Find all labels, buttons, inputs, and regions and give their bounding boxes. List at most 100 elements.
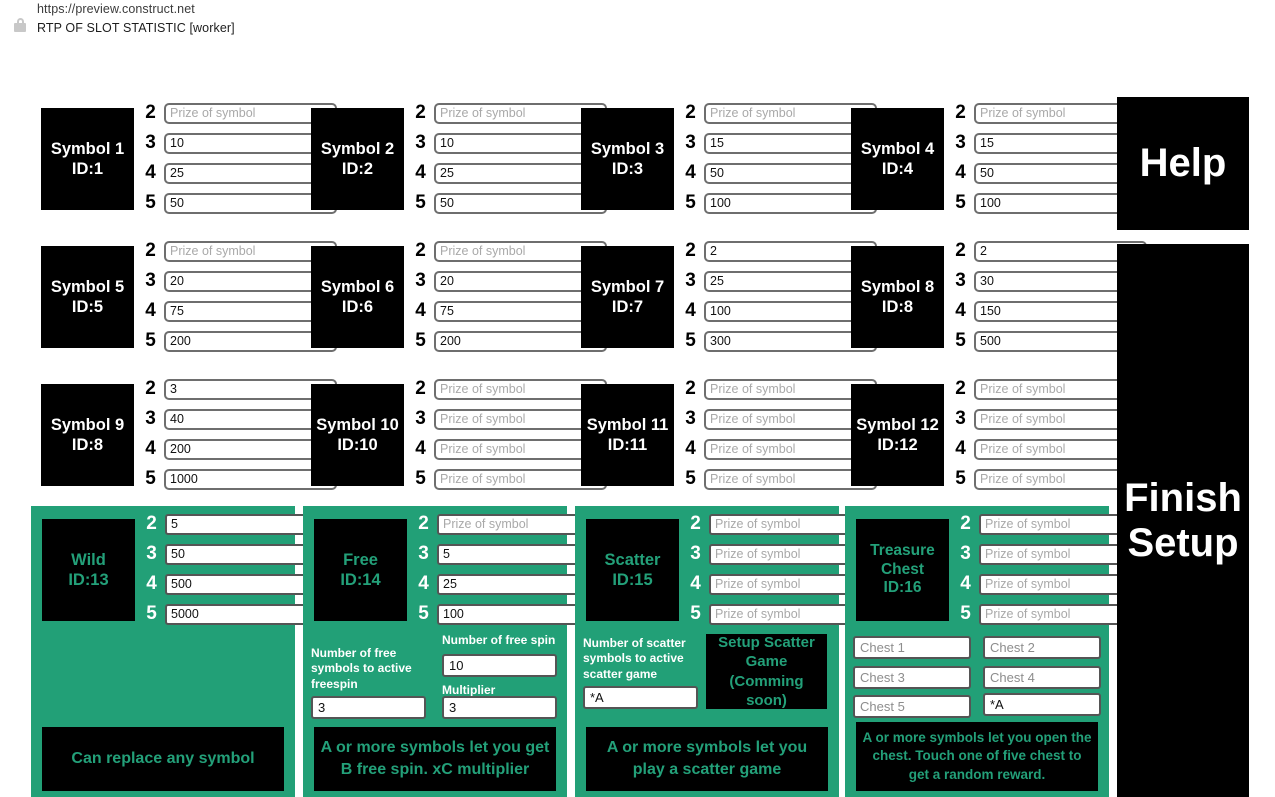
symbol-4-prize-2-input[interactable] (974, 102, 1147, 124)
symbol-id: ID:3 (611, 160, 644, 178)
scatter-prize-5-input[interactable] (709, 603, 882, 625)
wild-prize-3-input[interactable] (165, 543, 338, 565)
chest-4-input[interactable] (983, 666, 1101, 689)
wild-prize-4-input[interactable] (165, 573, 338, 595)
symbol-11-prize-3-input[interactable] (704, 408, 877, 430)
scatter-count-label: Number of scatter symbols to active scat… (583, 636, 686, 681)
symbol-id: ID:1 (71, 160, 104, 178)
symbol-2-prize-5-input[interactable] (434, 192, 607, 214)
symbol-12-prize-3-input[interactable] (974, 408, 1147, 430)
row-number: 5 (690, 603, 701, 624)
finish-setup-button[interactable]: Finish Setup (1117, 244, 1249, 797)
row-number: 2 (685, 378, 696, 399)
row-number: 4 (415, 438, 426, 459)
free-spins-input[interactable] (442, 654, 557, 677)
row-number: 4 (955, 162, 966, 183)
free-prize-4-input[interactable] (437, 573, 610, 595)
symbol-8-prize-3-input[interactable] (974, 270, 1147, 292)
symbol-7-prize-3-input[interactable] (704, 270, 877, 292)
chest-prize-rows: 2 3 4 5 (957, 509, 1152, 629)
symbol-5-prize-5-input[interactable] (164, 330, 337, 352)
symbol-10-prize-5-input[interactable] (434, 468, 607, 490)
scatter-name: Scatter (604, 550, 661, 569)
symbol-1-prize-5-input[interactable] (164, 192, 337, 214)
row-number: 2 (415, 378, 426, 399)
symbol-7-prize-2-input[interactable] (704, 240, 877, 262)
row-number: 4 (418, 573, 429, 594)
scatter-prize-2-input[interactable] (709, 513, 882, 535)
row-number: 4 (955, 438, 966, 459)
symbol-3-prize-5-input[interactable] (704, 192, 877, 214)
scatter-prize-4-input[interactable] (709, 573, 882, 595)
symbol-6-prize-5-input[interactable] (434, 330, 607, 352)
row-number: 2 (415, 102, 426, 123)
symbol-6-prize-rows: 2345 (412, 236, 607, 356)
symbol-name: Symbol 11 (586, 415, 669, 434)
chest-name: Treasure Chest (870, 541, 935, 578)
symbol-12-prize-4-input[interactable] (974, 438, 1147, 460)
address-bar-url[interactable]: https://preview.construct.net (37, 2, 195, 16)
symbol-11-prize-4-input[interactable] (704, 438, 877, 460)
symbol-2-prize-3-input[interactable] (434, 132, 607, 154)
row-number: 2 (955, 240, 966, 261)
symbol-name: Symbol 2 (320, 139, 395, 158)
symbol-9-prize-3-input[interactable] (164, 408, 337, 430)
symbol-name: Symbol 10 (316, 415, 399, 434)
free-multiplier-input[interactable] (442, 696, 557, 719)
symbol-4-prize-5-input[interactable] (974, 192, 1147, 214)
chest-3-input[interactable] (853, 666, 971, 689)
symbol-3-prize-rows: 2345 (682, 98, 877, 218)
symbol-3-prize-2-input[interactable] (704, 102, 877, 124)
symbol-10-prize-4-input[interactable] (434, 438, 607, 460)
symbol-7-prize-5-input[interactable] (704, 330, 877, 352)
chest-1-input[interactable] (853, 636, 971, 659)
wild-prize-5-input[interactable] (165, 603, 338, 625)
scatter-prize-3-input[interactable] (709, 543, 882, 565)
symbol-9-prize-2-input[interactable] (164, 378, 337, 400)
symbol-10-prize-2-input[interactable] (434, 378, 607, 400)
symbol-4-prize-3-input[interactable] (974, 132, 1147, 154)
symbol-9-prize-4-input[interactable] (164, 438, 337, 460)
symbol-6-prize-4-input[interactable] (434, 300, 607, 322)
symbol-1-prize-3-input[interactable] (164, 132, 337, 154)
symbol-10-prize-3-input[interactable] (434, 408, 607, 430)
scatter-count-input[interactable] (583, 686, 698, 709)
wild-prize-2-input[interactable] (165, 513, 338, 535)
free-prize-2-input[interactable] (437, 513, 610, 535)
setup-scatter-game-button[interactable]: Setup Scatter Game (Comming soon) (706, 634, 827, 709)
chest-5-input[interactable] (853, 695, 971, 718)
symbol-3-prize-4-input[interactable] (704, 162, 877, 184)
symbol-1-prize-2-input[interactable] (164, 102, 337, 124)
row-number: 5 (145, 192, 156, 213)
row-number: 3 (145, 270, 156, 291)
symbol-5-prize-3-input[interactable] (164, 270, 337, 292)
row-number: 2 (145, 102, 156, 123)
app-stage: Symbol 1ID:12345Symbol 2ID:22345Symbol 3… (0, 42, 1275, 797)
browser-chrome: https://preview.construct.net RTP OF SLO… (0, 0, 1275, 43)
chest-prize-2-input[interactable] (979, 513, 1152, 535)
row-number: 5 (145, 468, 156, 489)
free-note: A or more symbols let you get B free spi… (314, 727, 556, 791)
help-button[interactable]: Help (1117, 97, 1249, 230)
chest-prize-5-input[interactable] (979, 603, 1152, 625)
symbol-1-prize-4-input[interactable] (164, 162, 337, 184)
chest-2-input[interactable] (983, 636, 1101, 659)
symbol-5-prize-2-input[interactable] (164, 240, 337, 262)
symbol-12-prize-5-input[interactable] (974, 468, 1147, 490)
chest-count-input[interactable] (983, 693, 1101, 716)
symbol-12-prize-2-input[interactable] (974, 378, 1147, 400)
symbol-8-prize-5-input[interactable] (974, 330, 1147, 352)
symbol-2-prize-2-input[interactable] (434, 102, 607, 124)
row-number: 3 (415, 270, 426, 291)
symbol-9-prize-5-input[interactable] (164, 468, 337, 490)
symbol-11-prize-2-input[interactable] (704, 378, 877, 400)
symbol-5-prize-4-input[interactable] (164, 300, 337, 322)
symbol-8-prize-2-input[interactable] (974, 240, 1147, 262)
free-id: ID:14 (340, 571, 381, 589)
symbol-4-prize-4-input[interactable] (974, 162, 1147, 184)
row-number: 3 (145, 408, 156, 429)
symbol-7-prize-4-input[interactable] (704, 300, 877, 322)
free-symbols-input[interactable] (311, 696, 426, 719)
